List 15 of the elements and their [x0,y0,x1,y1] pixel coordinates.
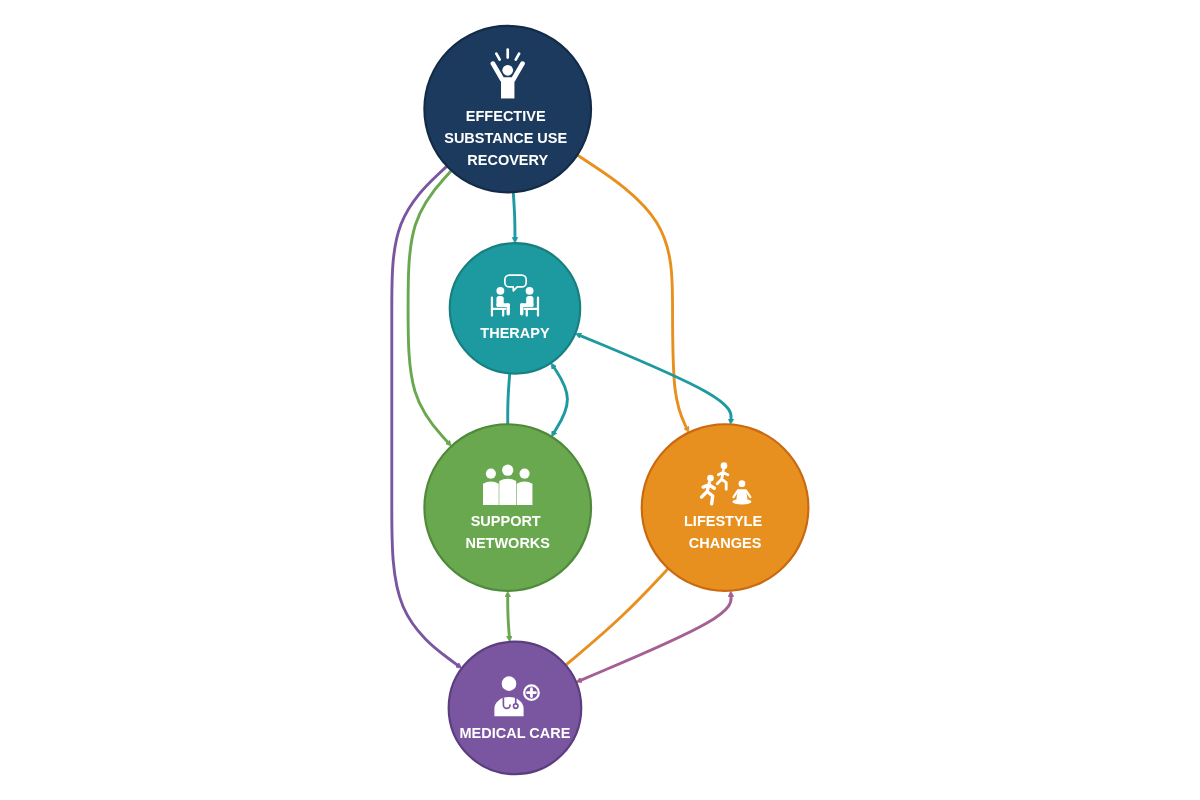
node-circle: LIFESTYLE CHANGES [640,423,810,592]
connector [506,373,512,425]
node-circle: SUPPORT NETWORKS [423,423,593,592]
arrow [406,169,453,447]
arrow [504,590,513,643]
connector [564,567,670,667]
node-circle: MEDICAL CARE [447,640,583,776]
arrow [550,362,569,437]
arrow [576,153,690,433]
arrow [390,165,462,669]
node-circle: THERAPY [448,242,582,375]
arrow [511,192,519,244]
arrow [575,332,735,425]
arrow [575,590,735,683]
node-circle: EFFECTIVE SUBSTANCE USE RECOVERY [423,24,593,194]
